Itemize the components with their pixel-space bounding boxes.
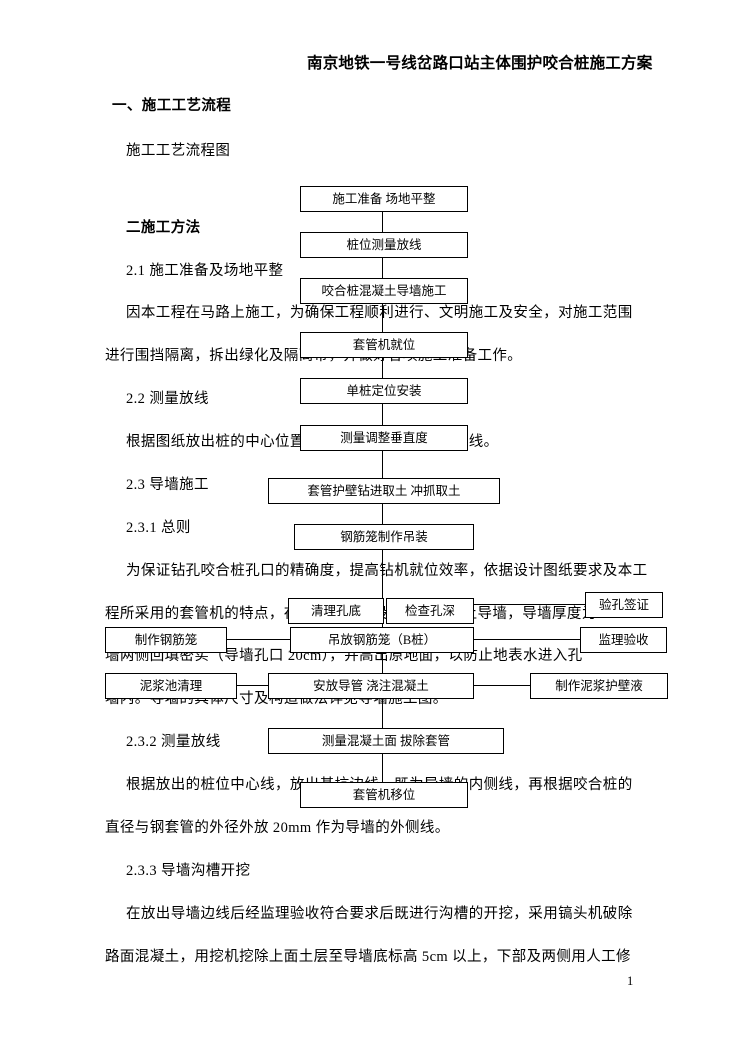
flow-connector [382,651,383,673]
flow-box-drilling: 套管护壁钻进取土 冲抓取土 [268,478,500,504]
section-2-2-title: 2.2 测量放线 [126,391,209,407]
para-5-line-1: 在放出导墙边线后经监理验收符合要求后既进行沟槽的开挖，采用镐头机破除 [126,906,633,922]
flow-box-cage-fabrication: 钢筋笼制作吊装 [294,524,474,550]
section-2-3-3-title: 2.3.3 导墙沟槽开挖 [126,863,251,879]
para-4-line-2: 直径与钢套管的外径外放 20mm 作为导墙的外侧线。 [105,820,450,836]
flow-box-verticality: 测量调整垂直度 [300,425,468,451]
flow-box-cage-making: 制作钢筋笼 [105,627,227,653]
flow-box-supervision: 监理验收 [580,627,667,653]
flow-chart-caption: 施工工艺流程图 [126,143,231,159]
flow-connector [382,302,383,332]
flow-connector [382,622,383,627]
flow-box-lower-cage: 吊放钢筋笼（B桩） [290,627,474,653]
para-5-line-2: 路面混凝土，用挖机挖除上面土层至导墙底标高 5cm 以上，下部及两侧用人工修 [105,949,631,965]
flow-box-guide-wall: 咬合桩混凝土导墙施工 [300,278,468,304]
flow-connector [382,402,383,425]
document-title: 南京地铁一号线岔路口站主体围护咬合桩施工方案 [307,55,653,72]
flow-connector [382,752,383,782]
section-2-3-1-title: 2.3.1 总则 [126,520,191,536]
flow-box-check-depth: 检查孔深 [386,598,474,624]
flow-box-clean-hole: 清理孔底 [288,598,384,624]
flow-connector [472,685,530,686]
para-3-line-1: 为保证钻孔咬合桩孔口的精确度，提高钻机就位效率，依据设计图纸要求及本工 [126,563,648,579]
flow-connector [472,604,585,605]
flow-box-slurry-making: 制作泥浆护壁液 [530,673,668,699]
flow-connector [382,210,383,232]
flow-box-preparation: 施工准备 场地平整 [300,186,468,212]
flow-connector [382,697,383,728]
section-2-1-title: 2.1 施工准备及场地平整 [126,263,284,279]
flow-box-remove-casing: 测量混凝土面 拔除套管 [268,728,504,754]
page-number: 1 [627,974,634,988]
flow-connector [225,639,290,640]
flow-box-survey-layout: 桩位测量放线 [300,232,468,258]
flow-connector [472,639,580,640]
flow-box-concrete-pouring: 安放导管 浇注混凝土 [268,673,474,699]
heading-process-flow: 一、施工工艺流程 [112,98,232,114]
flow-box-pile-positioning: 单桩定位安装 [300,378,468,404]
flow-connector [235,685,268,686]
flow-connector [382,449,383,478]
flow-connector [382,356,383,378]
flow-box-machine-shift: 套管机移位 [300,782,468,808]
para-1-line-1: 因本工程在马路上施工，为确保工程顺利进行、文明施工及安全，对施工范围 [126,305,633,321]
section-2-3-title: 2.3 导墙施工 [126,477,209,493]
heading-method: 二施工方法 [126,220,201,236]
flow-connector [382,502,383,524]
flow-connector [382,256,383,278]
flow-box-casing-machine: 套管机就位 [300,332,468,358]
flow-box-slurry-cleaning: 泥浆池清理 [105,673,237,699]
flow-connector [382,548,383,598]
section-2-3-2-title: 2.3.2 测量放线 [126,734,221,750]
flow-box-hole-acceptance: 验孔签证 [585,592,663,618]
